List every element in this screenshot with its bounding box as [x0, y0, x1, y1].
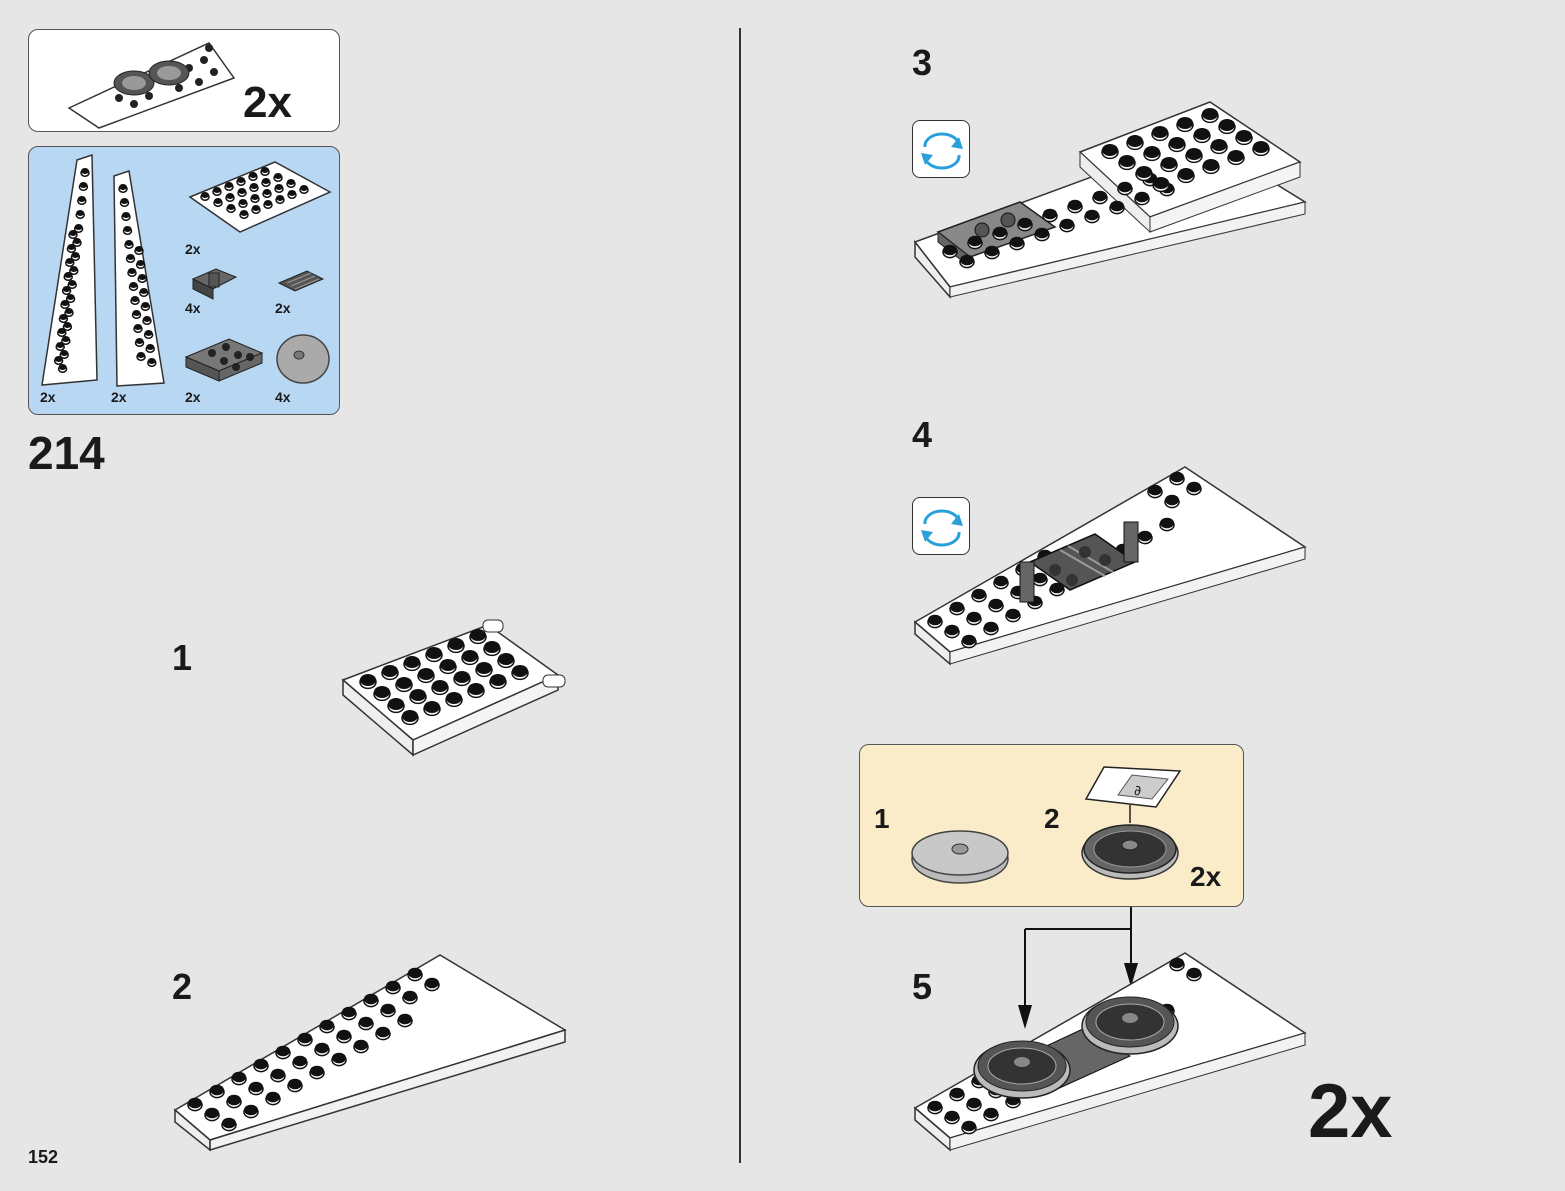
- bracket-dark-gray-icon: [191, 267, 241, 303]
- svg-text:∂: ∂: [1134, 783, 1141, 799]
- part-qty-grille: 2x: [275, 300, 291, 316]
- step-2-wedge-illustration: [170, 950, 570, 1150]
- grille-tile-icon: [277, 269, 327, 299]
- sub-assembly-step-2-number: 2: [1044, 803, 1060, 835]
- parts-list: 2x 2x 2x 4x 2x 2x 4x: [28, 146, 340, 415]
- step-1-plate-illustration: [338, 620, 578, 760]
- flat-dish-icon: [908, 825, 1018, 885]
- part-qty-dish: 4x: [275, 389, 291, 405]
- sub-assembly-callout: 1 2 ∂ 2x: [859, 744, 1244, 907]
- final-multiplier: 2x: [1308, 1068, 1393, 1155]
- page-number: 152: [28, 1147, 58, 1168]
- plate-2x3-dark-gray-icon: [184, 337, 264, 387]
- decorated-dish-icon: [1080, 805, 1190, 885]
- sub-step-4-number: 4: [912, 414, 932, 456]
- wedge-plate-right-icon: [109, 171, 169, 411]
- header-callout: 2x: [28, 29, 340, 132]
- part-qty-bracket: 4x: [185, 300, 201, 316]
- part-qty-plate-2x3: 2x: [185, 389, 201, 405]
- sub-step-3-number: 3: [912, 42, 932, 84]
- part-qty-plate-4x6: 2x: [185, 241, 201, 257]
- main-step-number: 214: [28, 426, 105, 480]
- wedge-plate-left-icon: [37, 155, 97, 395]
- sub-assembly-step-1-number: 1: [874, 803, 890, 835]
- part-qty-wedge-left: 2x: [40, 389, 56, 405]
- step-5-assembly-illustration: [910, 948, 1310, 1158]
- part-qty-wedge-right: 2x: [111, 389, 127, 405]
- sub-step-1-number: 1: [172, 637, 192, 679]
- step-3-assembly-illustration: [910, 92, 1310, 302]
- spinner-assembly-thumbnail-icon: [59, 38, 249, 128]
- sub-assembly-multiplier: 2x: [1190, 861, 1221, 893]
- plate-4x6-with-pins-icon: [185, 157, 335, 237]
- round-dish-icon: [273, 329, 333, 389]
- sticker-sheet-icon: ∂: [1082, 765, 1182, 809]
- step-4-assembly-illustration: [910, 462, 1310, 672]
- header-multiplier: 2x: [243, 78, 292, 128]
- page-divider: [739, 28, 741, 1163]
